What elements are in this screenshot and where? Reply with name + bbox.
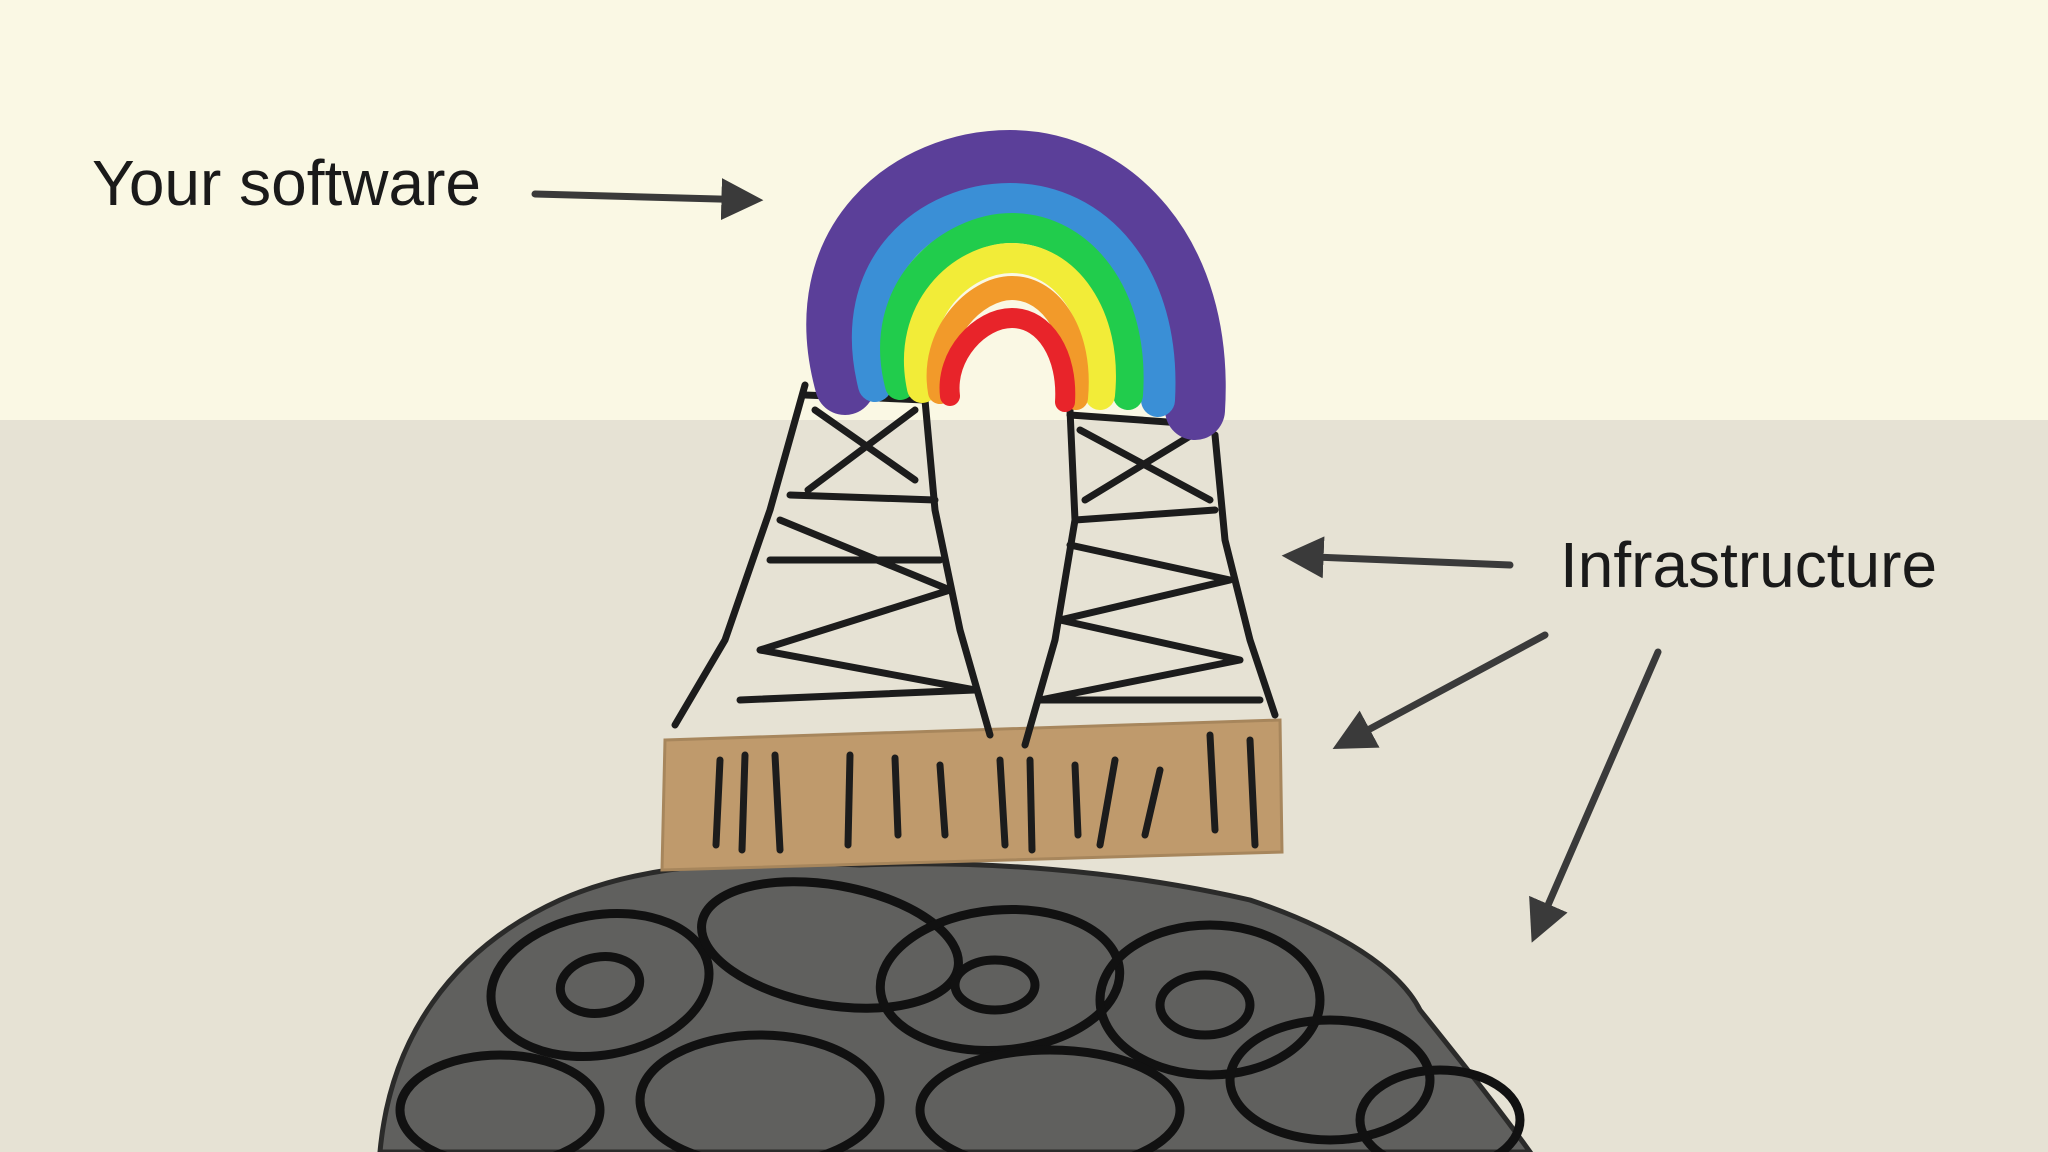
tire-pile-base bbox=[377, 860, 1534, 1152]
tire-pile-icon bbox=[377, 860, 1534, 1152]
arrow-to-tires bbox=[1529, 648, 1662, 943]
infrastructure-label: Infrastructure bbox=[1560, 529, 1938, 601]
tires bbox=[395, 877, 1525, 1152]
lattice-tower-icon bbox=[671, 381, 1279, 749]
arrow-to-towers bbox=[1281, 536, 1514, 579]
arrow-to-software bbox=[531, 178, 764, 221]
rainbow-icon bbox=[806, 129, 1226, 440]
your-software-label: Your software bbox=[92, 147, 481, 219]
arrows bbox=[531, 178, 1662, 943]
wooden-crate-icon bbox=[660, 718, 1284, 872]
arrow-to-crate bbox=[1332, 631, 1549, 749]
